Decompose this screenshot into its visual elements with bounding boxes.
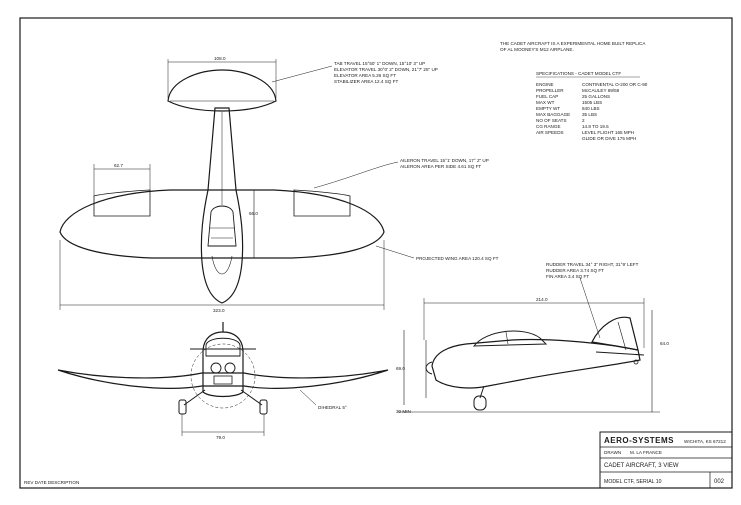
drawing-title: CADET AIRCRAFT, 3 VIEW	[604, 463, 679, 469]
spec-label: MAX WT	[536, 100, 555, 105]
notes-block: THE CADET AIRCRAFT IS A EXPERIMENTAL HOM…	[500, 41, 646, 52]
rudder-note-line: RUDDER TRAVEL 34° 3" RIGHT, 31°9' LEFT	[546, 262, 639, 267]
tail-wheel	[633, 359, 639, 365]
gear-legs	[183, 389, 263, 406]
ground-clearance-value: 30 MIN	[396, 409, 411, 414]
wing-area-note: PROJECTED WING AREA 120.4 SQ FT	[416, 256, 499, 261]
height-value: 64.0	[660, 341, 669, 346]
rudder-hinge	[617, 321, 627, 351]
canopy-top	[207, 205, 237, 247]
fuselage-top	[200, 107, 244, 304]
tail-note-line: STABILIZER AREA 12.4 SQ FT	[334, 79, 398, 84]
spec-label: NO OF SEATS	[536, 118, 567, 123]
aileron-notes: AILERON TRAVEL 15°1' DOWN, 17° 2" UP AIL…	[400, 158, 489, 169]
spec-label: MAX BAGGAGE	[536, 112, 570, 117]
propeller-arc	[190, 343, 256, 409]
cylinder-right	[224, 362, 236, 374]
rudder-note-line: FIN AREA 3.4 SQ FT	[546, 274, 589, 279]
tail-leader	[271, 65, 333, 83]
spec-value: 35 LBS	[582, 112, 597, 117]
drawn-label: DRAWN	[604, 450, 621, 455]
side-fuselage	[431, 338, 641, 389]
tail-span-value: 108.0	[214, 56, 226, 61]
front-canopy	[205, 337, 241, 357]
spec-label: FUEL CAP	[536, 94, 558, 99]
horizontal-stabilizer	[167, 69, 277, 112]
dihedral-note: DIHEDRAL 5°	[318, 405, 347, 410]
front-view: 79.0 DIHEDRAL 5°	[57, 322, 389, 440]
company-city: WICHITA, KS 67212	[684, 439, 726, 444]
spec-value: 2	[582, 118, 585, 123]
note-line: OF AL MOONEY'S M12 AIRPLANE.	[500, 47, 574, 52]
title-block: AERO-SYSTEMS WICHITA, KS 67212 DRAWN M. …	[599, 431, 733, 489]
wing-chord-value: 66.0	[249, 211, 258, 216]
tail-note-line: ELEVATOR AREA 5.26 SQ FT	[334, 73, 396, 78]
front-wing	[57, 369, 389, 389]
spec-label: CG RANGE	[536, 124, 561, 129]
vertical-fin	[591, 316, 639, 351]
spec-label: ENGINE	[536, 82, 554, 87]
side-wheel	[473, 395, 487, 411]
aileron-note-line: AILERON TRAVEL 15°1' DOWN, 17° 2" UP	[400, 158, 489, 163]
spec-label: AIR SPEEDS	[536, 130, 564, 135]
wing	[59, 189, 385, 259]
rudder-note-line: RUDDER AREA 3.74 SQ FT	[546, 268, 604, 273]
dihedral-leader	[299, 389, 317, 406]
spec-value: 840 LBS	[582, 106, 600, 111]
model-serial: MODEL CTF, SERIAL 10	[604, 479, 662, 485]
spinner	[213, 375, 233, 385]
front-fuselage	[202, 331, 244, 398]
spec-value: McCAULEY 69/58	[582, 88, 620, 93]
aileron-left	[93, 189, 151, 217]
specifications-table: SPECIFICATIONS - CADET MODEL CTF ENGINE …	[536, 71, 648, 141]
spec-value: 1505 LBS	[582, 100, 602, 105]
aileron-right	[293, 189, 351, 217]
side-spinner	[425, 361, 433, 375]
tail-notes: TAB TRAVEL 15°50' 1" DOWN, 15°10' 3" UP …	[334, 61, 438, 84]
rudder-leader	[579, 277, 601, 339]
wing-area-leader	[375, 245, 415, 259]
sheet-border	[19, 17, 733, 489]
track-value: 79.0	[216, 435, 225, 440]
tail-note-line: ELEVATOR TRAVEL 30°0' 2" DOWN, 21°7' 25"…	[334, 67, 438, 72]
length-value: 214.0	[536, 297, 548, 302]
aileron-leader	[313, 161, 399, 189]
side-view: 214.0 64.0 69.0 30 MIN RUDDER TRAVEL 34°…	[396, 262, 669, 414]
side-canopy	[472, 330, 548, 347]
spec-value: GLIDE OR DIVE 175 MPH	[582, 136, 636, 141]
tail-note-line: TAB TRAVEL 15°50' 1" DOWN, 15°10' 3" UP	[334, 61, 425, 66]
canopy-frames	[210, 227, 234, 239]
canopy-frame	[505, 331, 509, 345]
aileron-length-value: 62.7	[114, 163, 123, 168]
title-block-frame	[599, 431, 733, 489]
sheet-number: 002	[714, 479, 725, 485]
note-line: THE CADET AIRCRAFT IS A EXPERIMENTAL HOM…	[500, 41, 646, 46]
prop-height-value: 69.0	[396, 366, 405, 371]
side-stabilizer	[595, 351, 645, 356]
revision-fine-print: REV DATE DESCRIPTION	[24, 480, 79, 485]
spec-label: EMPTY WT	[536, 106, 560, 111]
company-name: AERO-SYSTEMS	[604, 436, 674, 445]
cowling-lines	[211, 255, 233, 275]
spec-value: 14.8 TO 19.5	[582, 124, 609, 129]
wheel-left	[178, 399, 187, 415]
top-view: 108.0 62.7 66.0 323.0	[59, 56, 415, 313]
aileron-note-line: AILERON AREA PER SIDE 4.61 SQ FT	[400, 164, 481, 169]
cylinder-left	[210, 362, 222, 374]
spec-value: LEVEL FLIGHT 165 MPH	[582, 130, 634, 135]
wing-span-value: 323.0	[213, 308, 225, 313]
spec-value: CONTINENTAL O-200 OR C-90	[582, 82, 648, 87]
specs-title: SPECIFICATIONS - CADET MODEL CTF	[536, 71, 621, 76]
spec-value: 25 GALLONS	[582, 94, 610, 99]
wheel-right	[259, 399, 268, 415]
spec-label: PROPELLER	[536, 88, 564, 93]
drawn-by: M. LA FRANCE	[630, 450, 662, 455]
